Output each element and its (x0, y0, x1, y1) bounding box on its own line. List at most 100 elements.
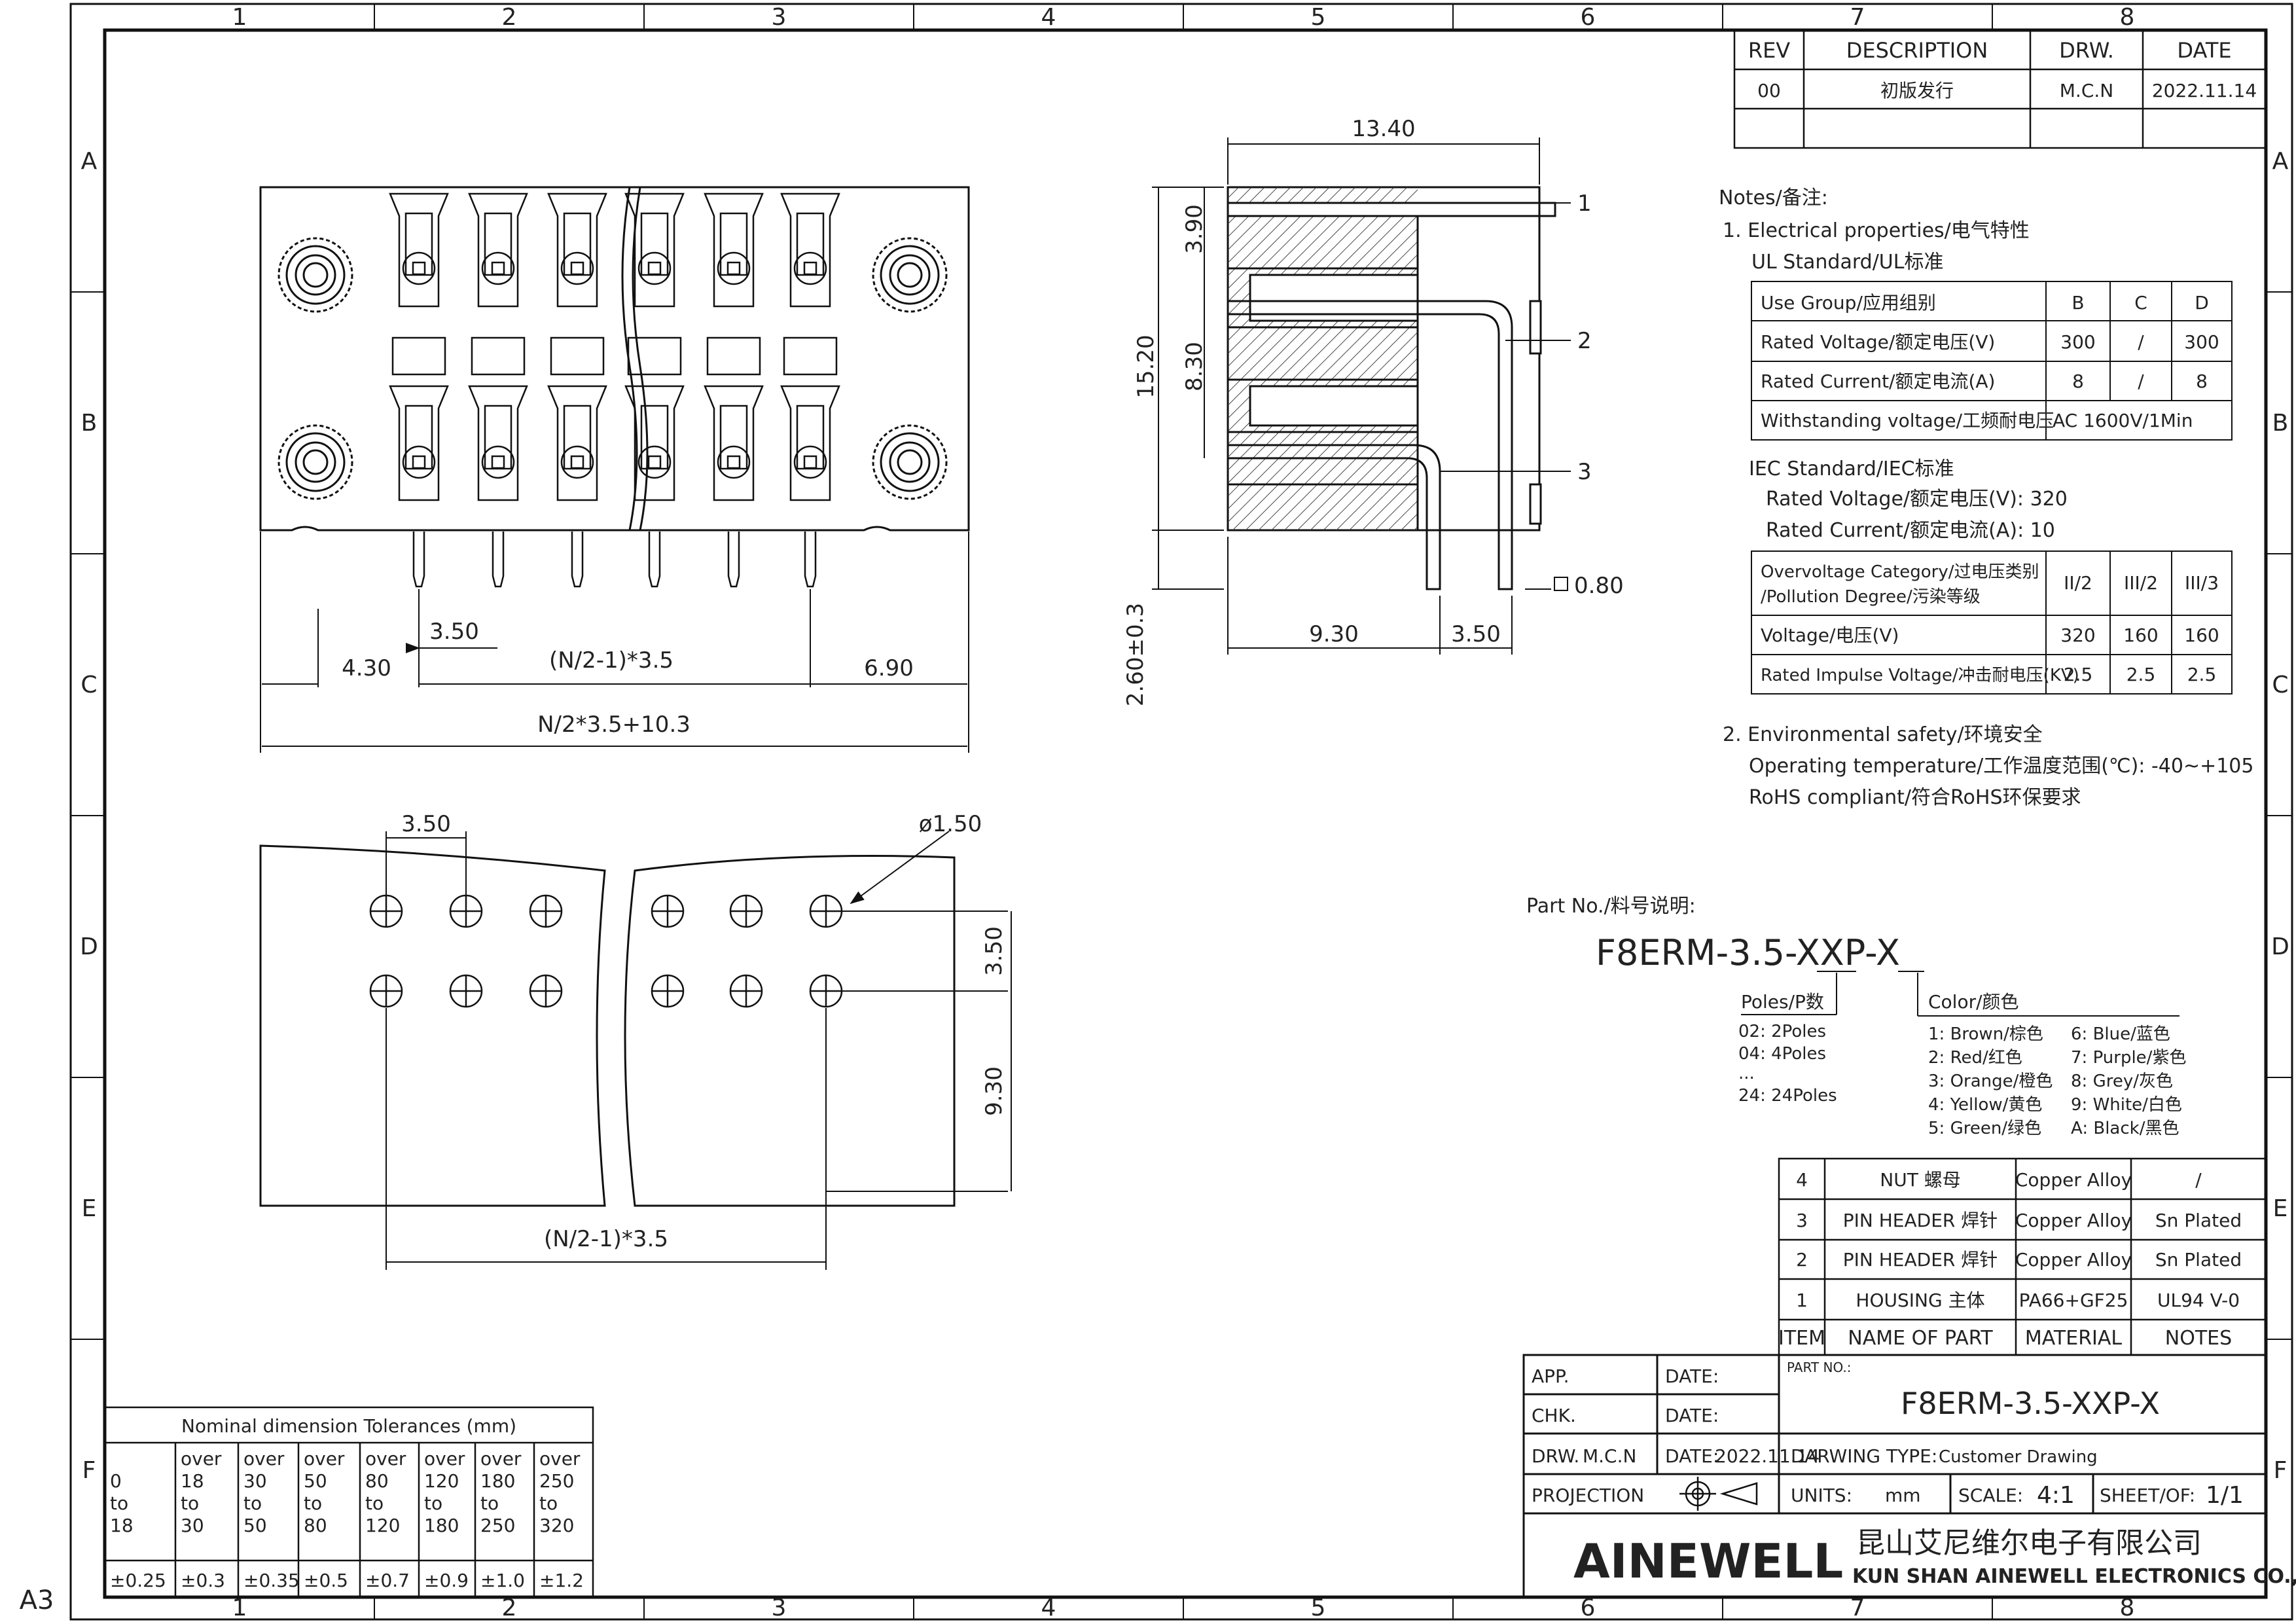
svg-text:DATE:: DATE: (1665, 1365, 1719, 1387)
tolerance-range: to (365, 1492, 384, 1514)
tolerance-value: ±0.9 (424, 1570, 469, 1591)
pcb-dimensions (386, 831, 1012, 1270)
svg-text:Sn Plated: Sn Plated (2155, 1249, 2242, 1271)
svg-text:PIN HEADER 焊针: PIN HEADER 焊针 (1843, 1210, 1998, 1231)
tolerance-range: 0 (110, 1470, 122, 1492)
row-label-left: C (81, 672, 97, 698)
row-label-left: E (82, 1195, 97, 1222)
zone-labels: 1 2 3 4 5 6 7 8 1 2 3 4 5 6 7 8 A B C D … (80, 4, 2289, 1621)
col-label-top: 2 (502, 4, 517, 31)
tolerance-range: to (181, 1492, 199, 1514)
revision-table-text: REV DESCRIPTION DRW. DATE 00 初版发行 M.C.N … (1748, 38, 2257, 101)
svg-text:3.50: 3.50 (429, 619, 479, 645)
svg-text:2.60±0.3: 2.60±0.3 (1122, 603, 1149, 706)
svg-text:Use Group/应用组别: Use Group/应用组别 (1761, 292, 1936, 314)
svg-text:III/2: III/2 (2124, 572, 2158, 594)
svg-text:Overvoltage Category/过电压类别: Overvoltage Category/过电压类别 (1761, 562, 2039, 582)
nut-right-top (872, 237, 948, 313)
tolerance-range: over (539, 1448, 581, 1470)
svg-text:SHEET/OF:: SHEET/OF: (2100, 1485, 2195, 1506)
pole-cell (389, 192, 449, 308)
tolerance-range: 250 (480, 1515, 515, 1536)
pcb-hole (651, 974, 685, 1008)
col-label-top: 7 (1850, 4, 1865, 31)
pcb-hole (529, 894, 563, 928)
tolerance-range: 30 (243, 1470, 267, 1492)
row-label-right: B (2272, 410, 2289, 437)
svg-text:UL Standard/UL标准: UL Standard/UL标准 (1751, 251, 1943, 274)
pcb-dimension-labels: 3.50 ø1.50 3.50 9.30 (N/2-1)*3.5 (401, 811, 1007, 1252)
svg-text:Rated Current/额定电流(A): 10: Rated Current/额定电流(A): 10 (1766, 519, 2055, 542)
svg-text:6.90: 6.90 (864, 655, 914, 681)
svg-text:2: 2 (1577, 328, 1592, 354)
col-label-bottom: 2 (502, 1595, 517, 1621)
tolerance-range: 18 (110, 1515, 134, 1536)
svg-text:Notes/备注:: Notes/备注: (1719, 187, 1828, 209)
tolerance-range: over (424, 1448, 465, 1470)
svg-text:4:1: 4:1 (2037, 1482, 2075, 1509)
svg-text:Poles/P数: Poles/P数 (1741, 991, 1824, 1013)
col-label-bottom: 7 (1850, 1595, 1865, 1621)
pcb-layout (259, 844, 956, 1207)
svg-text:Copper Alloy: Copper Alloy (2015, 1210, 2132, 1231)
env-notes: 2. Environmental safety/环境安全 Operating t… (1723, 723, 2253, 809)
svg-text:(N/2-1)*3.5: (N/2-1)*3.5 (544, 1226, 668, 1252)
tolerance-value: ±0.5 (304, 1570, 348, 1591)
svg-text:F8ERM-3.5-XXP-X: F8ERM-3.5-XXP-X (1596, 932, 1900, 973)
svg-text:Sn Plated: Sn Plated (2155, 1210, 2242, 1231)
ul-table-text: Use Group/应用组别 B C D Rated Voltage/额定电压(… (1761, 292, 2219, 431)
svg-text:320: 320 (2060, 624, 2095, 646)
svg-text:1. Electrical properties/电气特性: 1. Electrical properties/电气特性 (1723, 219, 2030, 242)
tolerance-range: 80 (304, 1515, 327, 1536)
svg-text:/Pollution Degree/污染等级: /Pollution Degree/污染等级 (1761, 587, 1981, 607)
sheet-frame (69, 3, 2293, 1621)
title-block-text: APP. DATE: CHK. DATE: DRW. M.C.N DATE: 2… (1532, 1360, 2296, 1589)
svg-text:3: 3 (1796, 1210, 1808, 1231)
svg-text:/: / (2138, 370, 2144, 392)
zone-ticks (71, 4, 2292, 1619)
svg-text:13.40: 13.40 (1352, 116, 1415, 142)
svg-text:DATE: DATE (2177, 38, 2231, 63)
notes: Notes/备注: 1. Electrical properties/电气特性 … (1719, 187, 2030, 274)
row-label-left: B (81, 410, 98, 437)
svg-text:MATERIAL: MATERIAL (2025, 1327, 2123, 1350)
pole-latch (706, 336, 761, 376)
svg-text:9.30: 9.30 (981, 1066, 1007, 1116)
svg-text:9.30: 9.30 (1309, 621, 1359, 647)
svg-text:A: Black/黑色: A: Black/黑色 (2071, 1119, 2179, 1138)
iec-table (1751, 550, 2233, 695)
svg-text:M.C.N: M.C.N (2060, 80, 2113, 101)
svg-text:DATE:: DATE: (1665, 1405, 1719, 1426)
svg-text:N/2*3.5+10.3: N/2*3.5+10.3 (537, 712, 691, 738)
pole-cell (704, 385, 764, 501)
svg-text:1: Brown/棕色: 1: Brown/棕色 (1928, 1024, 2043, 1044)
svg-text:REV: REV (1748, 38, 1790, 63)
svg-text:DRW.: DRW. (1532, 1445, 1579, 1467)
svg-text:2: Red/红色: 2: Red/红色 (1928, 1048, 2022, 1068)
tolerance-value: ±1.0 (480, 1570, 525, 1591)
pole-latch (783, 336, 838, 376)
svg-text:8: 8 (2072, 370, 2084, 392)
svg-text:Copper Alloy: Copper Alloy (2015, 1249, 2132, 1271)
svg-text:1: 1 (1577, 190, 1592, 217)
svg-text:PIN HEADER 焊针: PIN HEADER 焊针 (1843, 1249, 1998, 1271)
tolerance-value: ±0.7 (365, 1570, 410, 1591)
nut-right-bottom (872, 424, 948, 500)
tolerance-cells: 0to18±0.25over18to30±0.3over30to50±0.35o… (110, 1448, 584, 1591)
svg-text:3.50: 3.50 (401, 811, 451, 837)
pole-cell (468, 385, 528, 501)
svg-text:6: Blue/蓝色: 6: Blue/蓝色 (2071, 1024, 2170, 1044)
pole-cell (780, 385, 840, 501)
front-poles (389, 192, 840, 501)
svg-text:4: 4 (1796, 1169, 1808, 1191)
svg-text:2. Environmental safety/环境安全: 2. Environmental safety/环境安全 (1723, 723, 2043, 746)
col-label-bottom: 4 (1041, 1595, 1056, 1621)
pcb-hole (529, 974, 563, 1008)
nut-left-bottom (278, 424, 353, 500)
pcb-hole (449, 974, 483, 1008)
col-label-top: 8 (2120, 4, 2135, 31)
tolerance-range: 180 (424, 1515, 459, 1536)
svg-text:8: 8 (2196, 370, 2208, 392)
svg-text:8: Grey/灰色: 8: Grey/灰色 (2071, 1072, 2173, 1091)
tolerance-range: 30 (181, 1515, 204, 1536)
